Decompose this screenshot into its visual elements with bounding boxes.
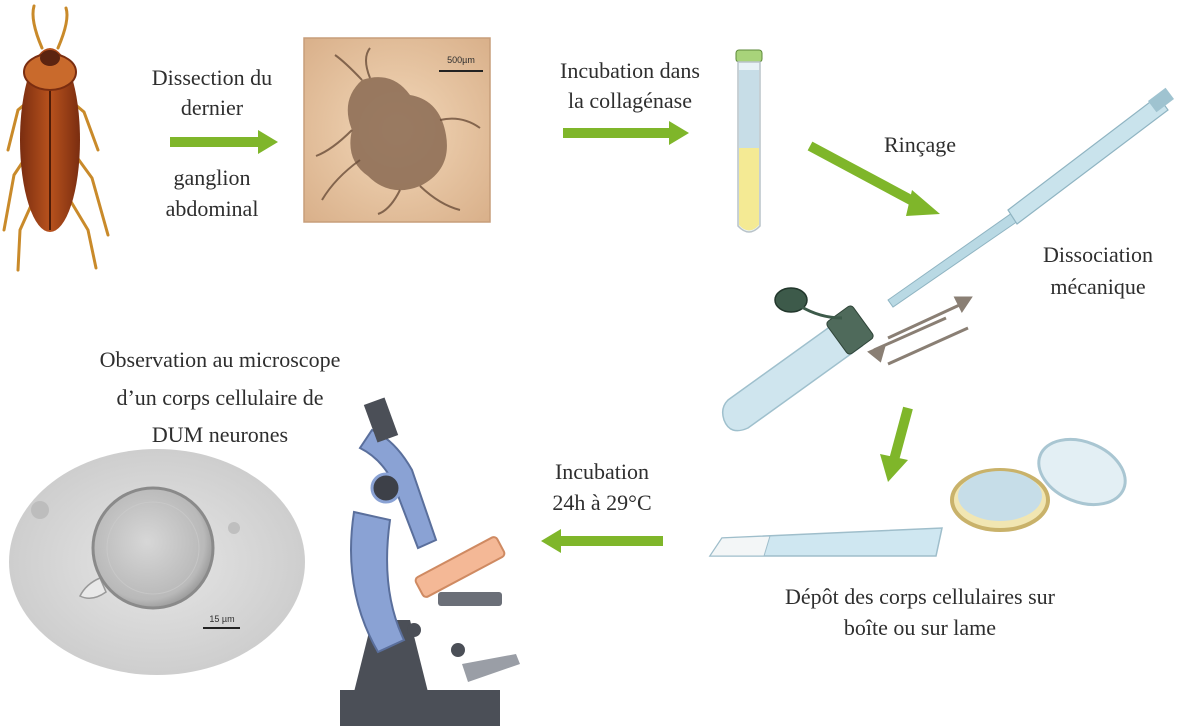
label-observation-line1: Observation au microscope <box>40 345 400 374</box>
mixing-arrows <box>870 298 970 364</box>
label-dissection-line1: Dissection du <box>132 63 292 92</box>
neuron-micrograph <box>9 449 305 675</box>
arrow-incubation-24h <box>541 529 665 553</box>
label-dissociation-line1: Dissociation <box>1030 240 1166 269</box>
arrow-incubation <box>563 121 691 145</box>
test-tube-icon <box>736 50 762 232</box>
label-incubation24-line1: Incubation <box>532 457 672 486</box>
arrow-depot <box>876 404 916 484</box>
label-rincage: Rinçage <box>870 130 970 159</box>
scalebar-neuron-label: 15 µm <box>200 613 244 625</box>
label-depot-line1: Dépôt des corps cellulaires sur <box>740 582 1100 611</box>
label-observation-line3: DUM neurones <box>40 420 400 449</box>
label-dissection-line4: abdominal <box>142 194 282 223</box>
label-dissection-line2: dernier <box>132 93 292 122</box>
label-dissection-line3: ganglion <box>142 163 282 192</box>
cockroach-icon <box>4 6 108 270</box>
label-incubation24-line2: 24h à 29°C <box>532 488 672 517</box>
scalebar-ganglion-label: 500µm <box>438 54 484 66</box>
label-dissociation-line2: mécanique <box>1030 272 1166 301</box>
arrow-dissection <box>170 130 280 154</box>
label-depot-line2: boîte ou sur lame <box>740 613 1100 642</box>
tilted-tube-icon <box>723 288 875 431</box>
label-incubation-line2: la collagénase <box>535 86 725 115</box>
glass-slide-icon <box>710 528 942 556</box>
petri-dish-icon <box>952 427 1135 530</box>
label-observation-line2: d’un corps cellulaire de <box>40 383 400 412</box>
label-incubation-line1: Incubation dans <box>535 56 725 85</box>
